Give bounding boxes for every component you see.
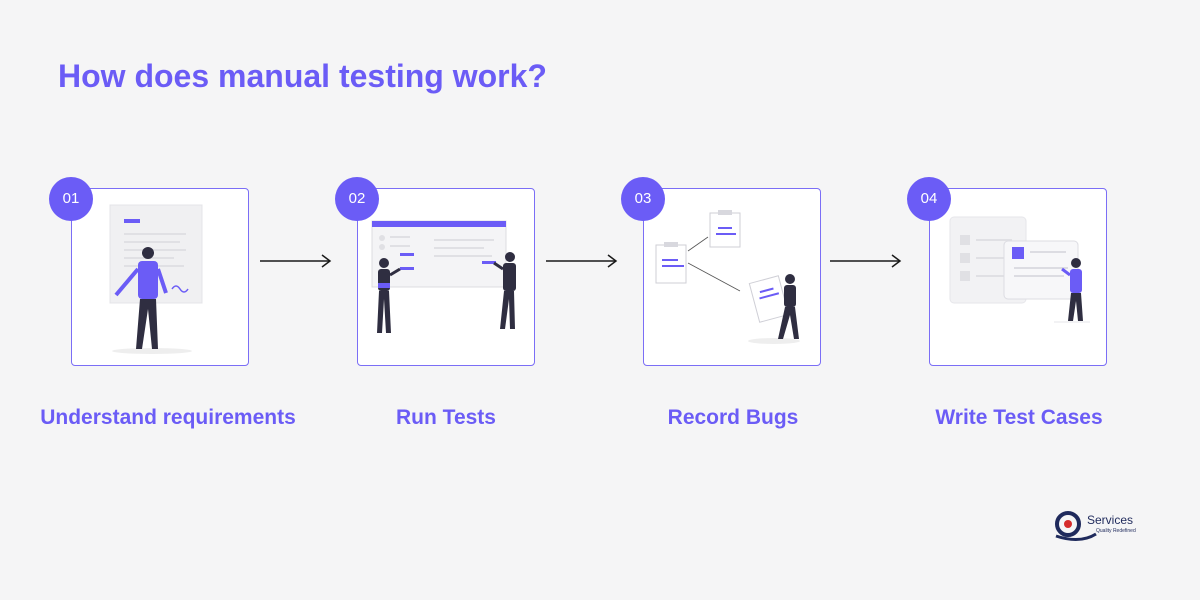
step-2-badge: 02 xyxy=(335,177,379,221)
step-2-label: Run Tests xyxy=(396,406,496,429)
requirements-illustration xyxy=(109,204,203,354)
step-1-badge: 01 xyxy=(49,177,93,221)
step-2-card xyxy=(357,188,535,366)
page-title: How does manual testing work? xyxy=(58,58,547,94)
step-4-label: Write Test Cases xyxy=(935,406,1103,429)
logo-name: Services xyxy=(1087,513,1134,527)
run-tests-illustration xyxy=(371,220,516,333)
step-3-card xyxy=(643,188,821,366)
record-bugs-illustration xyxy=(655,210,800,344)
arrow-right-icon xyxy=(546,254,618,268)
logo-tagline: Quality Redefined xyxy=(1096,528,1136,534)
test-cases-illustration xyxy=(949,216,1090,323)
arrow-right-icon xyxy=(260,254,332,268)
step-1-label: Understand requirements xyxy=(40,406,296,429)
step-3-label: Record Bugs xyxy=(667,406,799,429)
step-3-badge: 03 xyxy=(621,177,665,221)
step-4-badge: 04 xyxy=(907,177,951,221)
step-1-card xyxy=(71,188,249,366)
step-4-card xyxy=(929,188,1107,366)
company-logo xyxy=(1055,511,1097,541)
arrow-right-icon xyxy=(830,254,902,268)
